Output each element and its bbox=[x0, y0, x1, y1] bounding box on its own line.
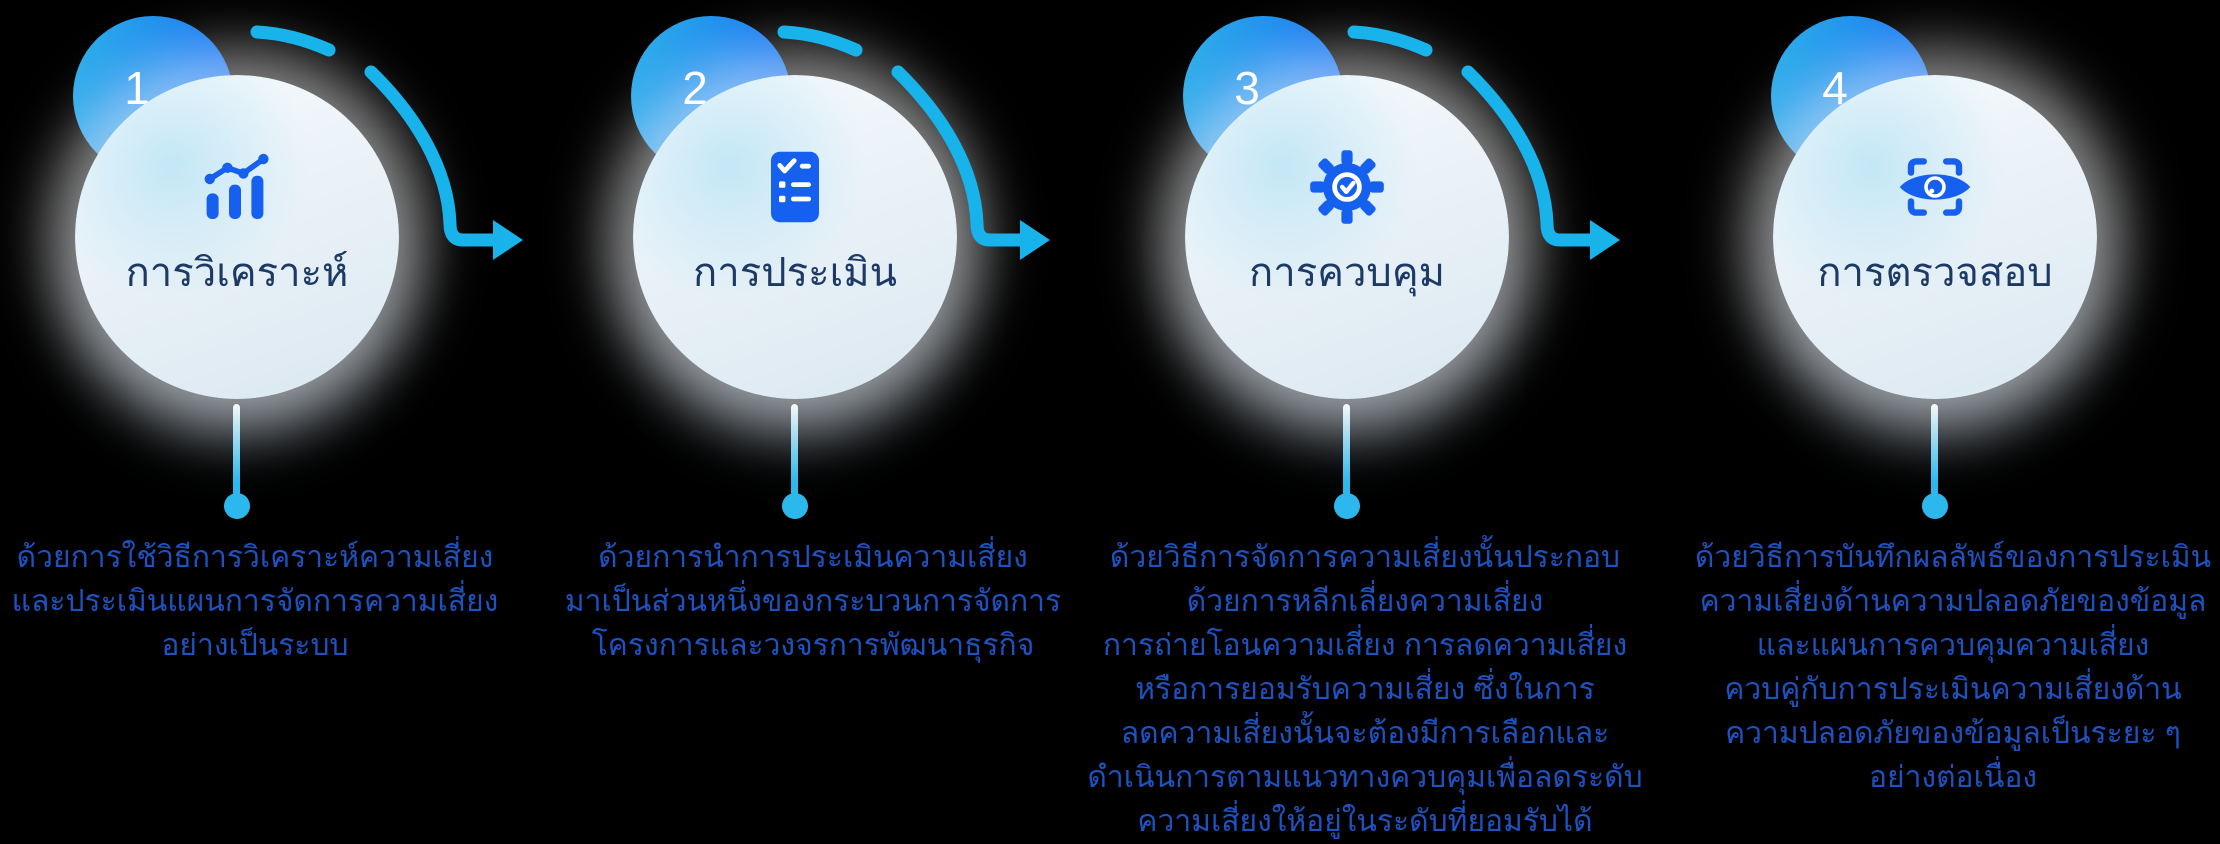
step-number: 1 bbox=[124, 62, 150, 114]
step-number: 3 bbox=[1234, 62, 1260, 114]
step-description: ด้วยวิธีการบันทึกผลลัพธ์ของการประเมิน คว… bbox=[1694, 541, 2212, 794]
gear-check-icon bbox=[1307, 147, 1387, 227]
bar-chart-icon bbox=[197, 147, 277, 227]
step-description: ด้วยการนำการประเมินความเสี่ยง มาเป็นส่วน… bbox=[564, 541, 1062, 662]
step-number: 2 bbox=[682, 62, 708, 114]
step-number: 4 bbox=[1822, 62, 1848, 114]
step-circle: การตรวจสอบ bbox=[1773, 75, 2097, 399]
step-description: ด้วยการใช้วิธีการวิเคราะห์ความเสี่ยง และ… bbox=[11, 541, 499, 662]
arrow-step1-to-step2-icon bbox=[250, 25, 523, 260]
connector-dot bbox=[224, 493, 250, 519]
connector-dot bbox=[1922, 493, 1948, 519]
step-circle: การประเมิน bbox=[633, 75, 957, 399]
step-title: การควบคุม bbox=[1249, 251, 1445, 295]
connector-dot bbox=[1334, 493, 1360, 519]
arrow-step2-to-step3-icon bbox=[777, 25, 1050, 260]
step-title: การวิเคราะห์ bbox=[125, 251, 349, 295]
step-title: การตรวจสอบ bbox=[1817, 251, 2053, 295]
step-circle: การควบคุม bbox=[1185, 75, 1509, 399]
connector-line bbox=[791, 404, 798, 496]
step-2: 2 การประเมิน ด้วยการนำการประเมินความเสี่… bbox=[533, 0, 1093, 834]
arrow-step3-to-step4-icon bbox=[1347, 25, 1620, 260]
step-1: 1 การวิเคราะห์ ด้วยการใช้วิธีการวิเคราะห… bbox=[0, 0, 535, 834]
step-description: ด้วยวิธีการจัดการความเสี่ยงนั้นประกอบ ด้… bbox=[1087, 541, 1643, 838]
checklist-document-icon bbox=[755, 147, 835, 227]
eye-scan-icon bbox=[1895, 147, 1975, 227]
step-3: 3 การควบคุม ด้วยวิธี bbox=[1085, 0, 1645, 838]
step-4: 4 การตรวจสอบ ด้วยวิธีการบันทึกผลลัพธ์ของ… bbox=[1673, 0, 2220, 834]
step-circle: การวิเคราะห์ bbox=[75, 75, 399, 399]
connector-line bbox=[1343, 404, 1350, 496]
connector-dot bbox=[782, 493, 808, 519]
connector-line bbox=[1931, 404, 1938, 496]
connector-line bbox=[233, 404, 240, 496]
step-title: การประเมิน bbox=[693, 251, 897, 295]
